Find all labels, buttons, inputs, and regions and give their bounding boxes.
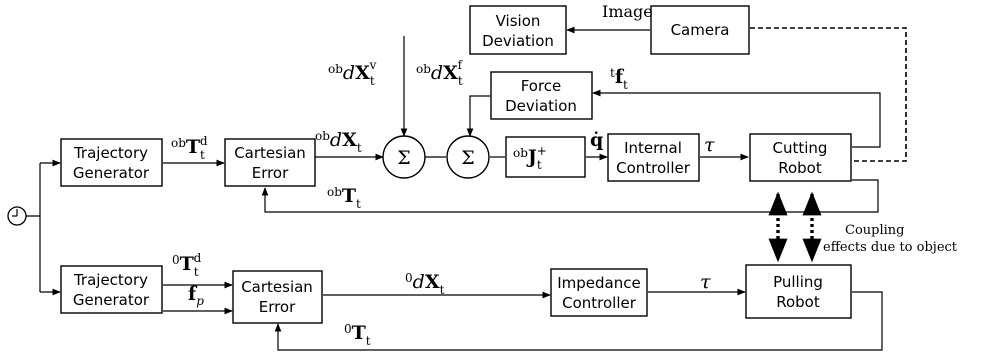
wire-force-to-sum2 xyxy=(466,95,490,137)
label-zerodX: 0dXt xyxy=(405,271,445,297)
svg-text:Generator: Generator xyxy=(73,164,150,182)
wire-top-feedback xyxy=(261,179,879,213)
trajectory-generator-top: Trajectory Generator xyxy=(60,138,163,187)
svg-text:Trajectory: Trajectory xyxy=(73,144,148,162)
coupling-note-line1: Coupling xyxy=(845,223,904,238)
svg-text:Robot: Robot xyxy=(778,159,822,177)
camera-block: Camera xyxy=(650,5,750,55)
svg-text:Robot: Robot xyxy=(776,293,820,311)
svg-text:0Ttd: 0Ttd xyxy=(172,251,202,279)
svg-text:obJt+: obJt+ xyxy=(513,144,547,172)
label-tf: tft xyxy=(610,66,628,92)
label-obdX: obdXt xyxy=(315,129,362,155)
cartesian-error-top: Cartesian Error xyxy=(224,138,316,187)
label-zeroT: 0Tt xyxy=(344,322,371,348)
force-deviation-block: Force Deviation xyxy=(490,71,593,120)
svg-text:obdXtf: obdXtf xyxy=(416,58,464,88)
svg-text:Generator: Generator xyxy=(73,291,150,309)
svg-text:Internal: Internal xyxy=(624,139,682,157)
label-tau-bottom: τ xyxy=(700,271,711,293)
svg-text:obdXtv: obdXtv xyxy=(328,58,377,88)
svg-text:Cutting: Cutting xyxy=(773,139,828,157)
svg-text:Deviation: Deviation xyxy=(505,97,577,115)
cartesian-error-bottom: Cartesian Error xyxy=(232,270,323,324)
label-qdot: q̇ xyxy=(590,129,603,151)
label-obTd: obTtd xyxy=(171,134,208,162)
svg-text:fp: fp xyxy=(188,283,204,308)
svg-text:0dXt: 0dXt xyxy=(405,271,445,297)
svg-text:Impedance: Impedance xyxy=(557,274,640,292)
internal-controller-block: Internal Controller xyxy=(607,133,700,182)
svg-text:Σ: Σ xyxy=(397,147,410,169)
svg-text:tft: tft xyxy=(610,66,628,92)
wire-bottom-feedback xyxy=(274,291,883,351)
jacobian-pseudoinverse-block: obJt+ xyxy=(505,136,586,178)
label-tau-top: τ xyxy=(704,134,715,156)
image-signal-label: Image xyxy=(602,2,653,21)
svg-text:Error: Error xyxy=(259,298,296,316)
svg-text:Σ: Σ xyxy=(461,147,474,169)
wire-cutting-to-force xyxy=(592,89,881,148)
svg-text:0Tt: 0Tt xyxy=(344,322,371,348)
cutting-robot-block: Cutting Robot xyxy=(749,133,852,182)
label-fp: fp xyxy=(188,283,204,308)
svg-text:Vision: Vision xyxy=(496,12,541,30)
label-obT: obTt xyxy=(327,185,361,211)
label-obdXf: obdXtf xyxy=(416,58,464,88)
clock-icon xyxy=(7,206,27,226)
svg-text:Cartesian: Cartesian xyxy=(241,278,313,296)
svg-text:Pulling: Pulling xyxy=(773,273,823,291)
camera-cutting-dashed-link xyxy=(750,27,907,162)
svg-text:obTtd: obTtd xyxy=(171,134,208,162)
label-obdXv: obdXtv xyxy=(328,58,377,88)
svg-text:obTt: obTt xyxy=(327,185,361,211)
impedance-controller-block: Impedance Controller xyxy=(550,268,648,317)
trajectory-generator-bottom: Trajectory Generator xyxy=(60,265,163,314)
svg-text:Controller: Controller xyxy=(616,159,691,177)
svg-text:Trajectory: Trajectory xyxy=(73,271,148,289)
svg-text:Controller: Controller xyxy=(562,294,637,312)
coupling-note-line2: effects due to object xyxy=(823,240,958,255)
label-zeroTd: 0Ttd xyxy=(172,251,202,279)
svg-text:Force: Force xyxy=(521,77,562,95)
clock-wire xyxy=(26,163,41,292)
svg-text:obdXt: obdXt xyxy=(315,129,362,155)
svg-text:Error: Error xyxy=(252,164,289,182)
summing-junction-force: Σ xyxy=(446,135,490,179)
svg-text:Cartesian: Cartesian xyxy=(234,144,306,162)
vision-deviation-block: Vision Deviation xyxy=(469,5,567,55)
summing-junction-vision: Σ xyxy=(382,135,426,179)
svg-text:Deviation: Deviation xyxy=(482,32,554,50)
svg-text:Camera: Camera xyxy=(671,21,730,39)
pulling-robot-block: Pulling Robot xyxy=(745,264,852,319)
